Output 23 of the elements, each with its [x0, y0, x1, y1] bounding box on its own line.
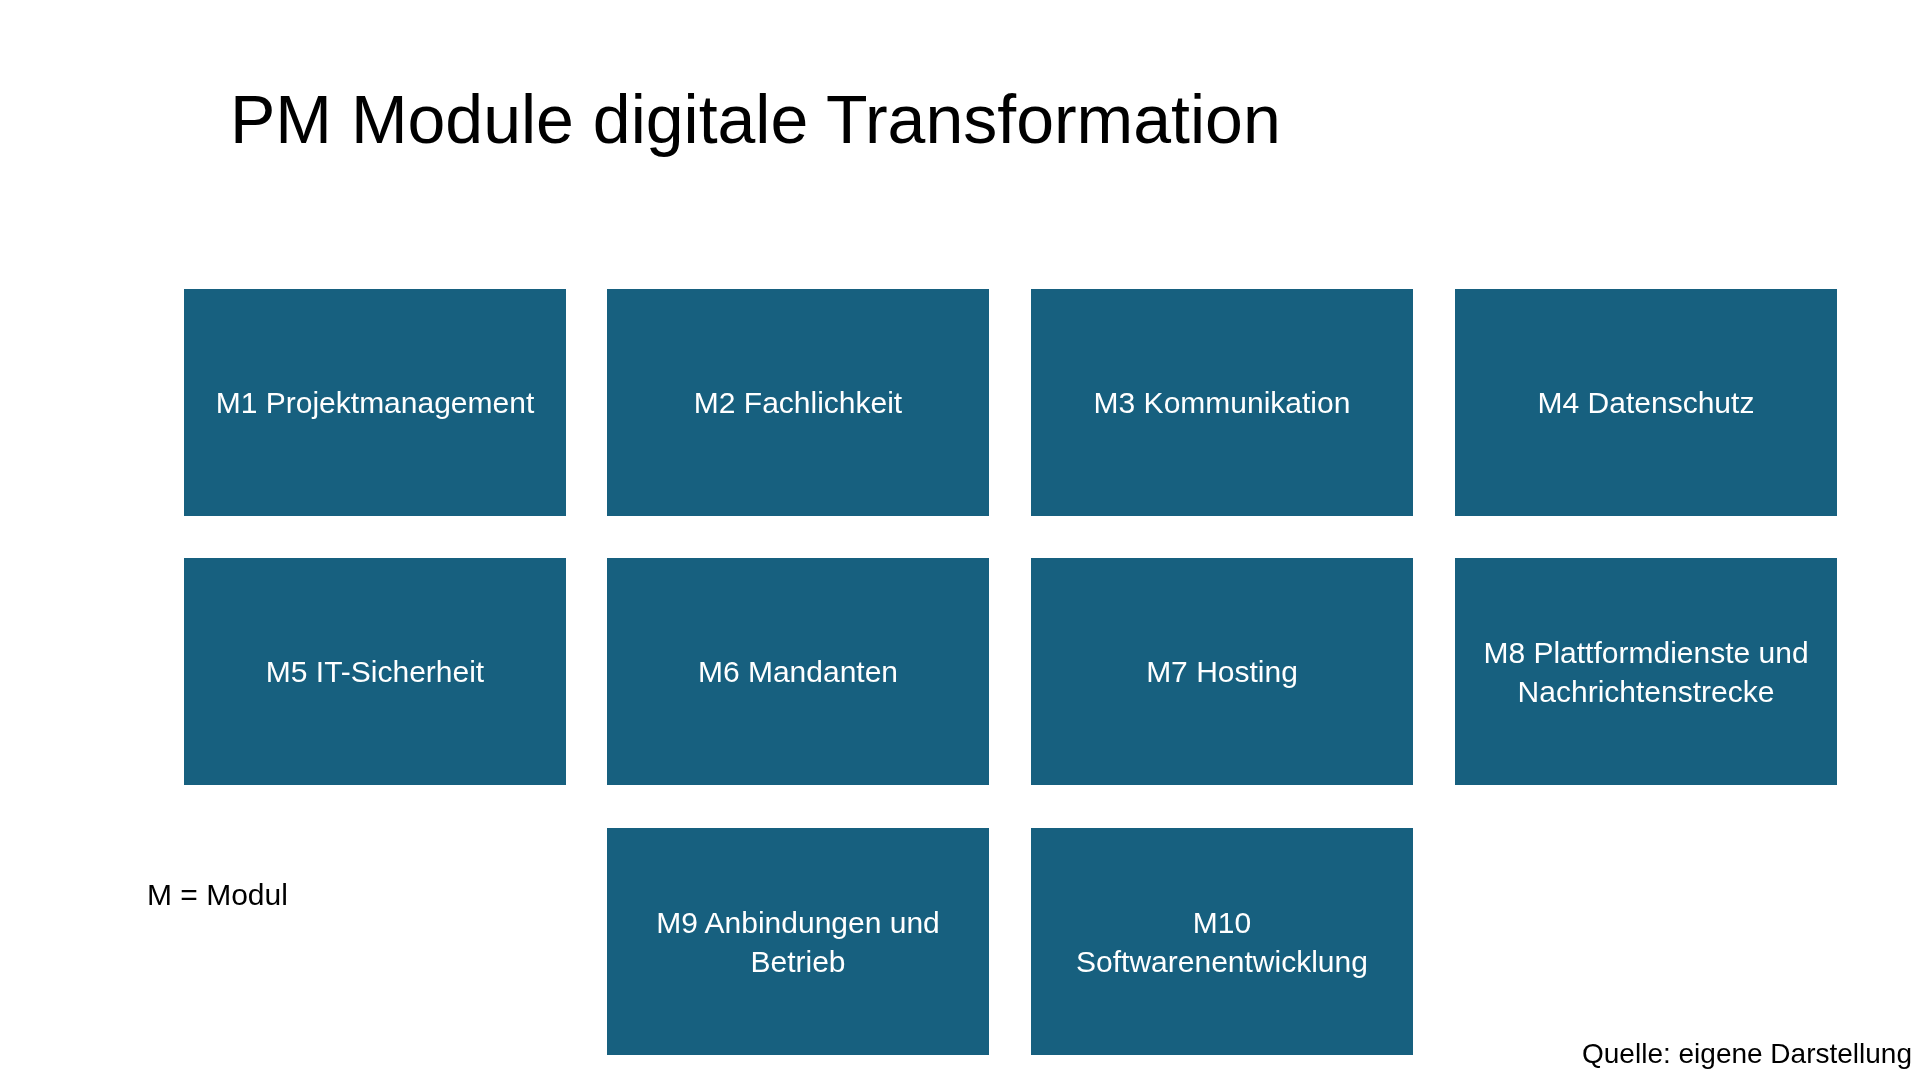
- module-box: [184, 289, 566, 516]
- title: PM Module digitale Transformation: [230, 80, 1281, 158]
- module-label: M4 Datenschutz: [1537, 385, 1755, 421]
- source-caption: Quelle: eigene Darstellung: [1582, 1038, 1912, 1070]
- module-label: M1 Projektmanagement: [215, 385, 535, 421]
- module-box: [1031, 289, 1413, 516]
- module-label: M6 Mandanten: [697, 654, 899, 690]
- module-box: [607, 289, 989, 516]
- module-label: M5 IT-Sicherheit: [265, 654, 485, 690]
- module-box: [184, 558, 566, 785]
- module-label: M2 Fachlichkeit: [693, 385, 903, 421]
- module-box: [1031, 828, 1413, 1055]
- module-label: M7 Hosting: [1146, 654, 1298, 690]
- module-box: [1455, 558, 1837, 785]
- module-box: [607, 558, 989, 785]
- module-box: [607, 828, 989, 1055]
- module-box: [1031, 558, 1413, 785]
- module-label: M9 Anbindungen und Betrieb: [655, 904, 941, 980]
- module-label: M8 Plattformdienste und Nachrichtenstrecke: [1482, 634, 1810, 710]
- module-label: M3 Kommunikation: [1093, 385, 1351, 421]
- legend-note: M = Modul: [147, 878, 288, 912]
- module-box: [1455, 289, 1837, 516]
- module-label: M10 Softwarenentwicklung: [1075, 904, 1369, 980]
